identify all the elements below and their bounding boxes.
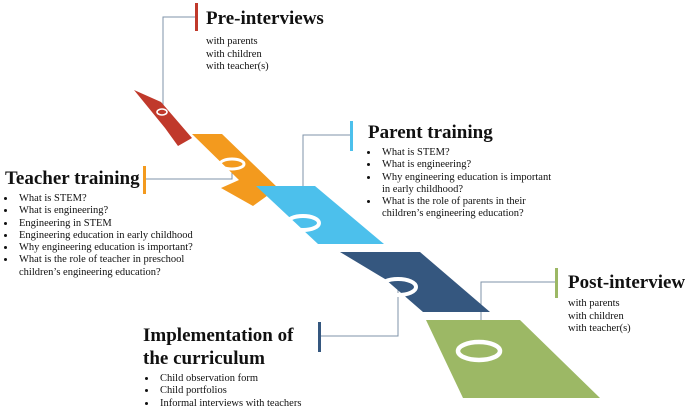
ring-post — [455, 339, 503, 363]
pre-interviews-list: with parents with children with teacher(… — [206, 36, 406, 74]
pre-accent-bar — [195, 3, 198, 31]
impl-item-interviews: Informal interviews with teachers — [157, 398, 323, 410]
impl-item-observation: Child observation form — [157, 373, 323, 385]
parent-item-role: What is the role of parents in their chi… — [379, 196, 554, 221]
implementation-block: Implementation of the curriculum Child o… — [143, 324, 323, 410]
parent-item-engineering: What is engineering? — [379, 159, 554, 171]
implementation-accent-bar — [318, 322, 321, 352]
parent-item-why: Why engineering education is important i… — [379, 172, 554, 197]
connector-pre — [162, 16, 198, 110]
teacher-training-block: Teacher training What is STEM? What is e… — [5, 168, 215, 279]
step-parent-training — [256, 186, 384, 244]
step-post-interviews — [426, 320, 600, 398]
ring-implementation — [378, 277, 418, 297]
ring-pre — [156, 108, 168, 116]
parent-training-title: Parent training — [368, 122, 493, 143]
pre-item-children: with children — [206, 48, 262, 60]
parent-item-stem: What is STEM? — [379, 147, 554, 159]
post-item-parents: with parents — [568, 298, 620, 309]
teacher-accent-bar — [143, 166, 146, 194]
teacher-training-title: Teacher training — [5, 168, 140, 189]
teacher-item-engineering: What is engineering? — [16, 205, 216, 217]
parent-training-block: Parent training What is STEM? What is en… — [368, 122, 568, 221]
teacher-item-stem: What is STEM? — [16, 193, 216, 205]
implementation-list: Child observation form Child portfolios … — [146, 373, 323, 410]
ring-parent — [285, 214, 321, 232]
teacher-item-why: Why engineering education is important? — [16, 242, 216, 254]
parent-accent-bar — [350, 121, 353, 151]
pre-interviews-block: Pre-interviews with parents with childre… — [206, 8, 406, 74]
post-accent-bar — [555, 268, 558, 298]
connector-implementation — [321, 286, 399, 337]
post-item-children: with children — [568, 310, 624, 322]
post-interviews-title: Post-interviews — [568, 272, 685, 293]
pre-item-teachers: with teacher(s) — [206, 61, 269, 72]
teacher-item-eng-in-stem: Engineering in STEM — [16, 218, 216, 230]
impl-item-portfolios: Child portfolios — [157, 385, 323, 397]
teacher-item-role: What is the role of teacher in preschool… — [16, 254, 216, 279]
parent-training-list: What is STEM? What is engineering? Why e… — [368, 147, 554, 221]
pre-interviews-title: Pre-interviews — [206, 8, 324, 29]
teacher-item-early-childhood: Engineering education in early childhood — [16, 230, 216, 242]
ring-teacher — [218, 157, 246, 171]
teacher-training-list: What is STEM? What is engineering? Engin… — [5, 193, 216, 279]
post-interviews-list: with parents with children with teacher(… — [568, 298, 683, 336]
post-item-teachers: with teacher(s) — [568, 323, 631, 334]
implementation-title: Implementation of the curriculum — [143, 325, 294, 369]
step-pre-interviews — [134, 90, 192, 146]
pre-item-parents: with parents — [206, 36, 258, 47]
post-interviews-block: Post-interviews with parents with childr… — [568, 272, 685, 336]
